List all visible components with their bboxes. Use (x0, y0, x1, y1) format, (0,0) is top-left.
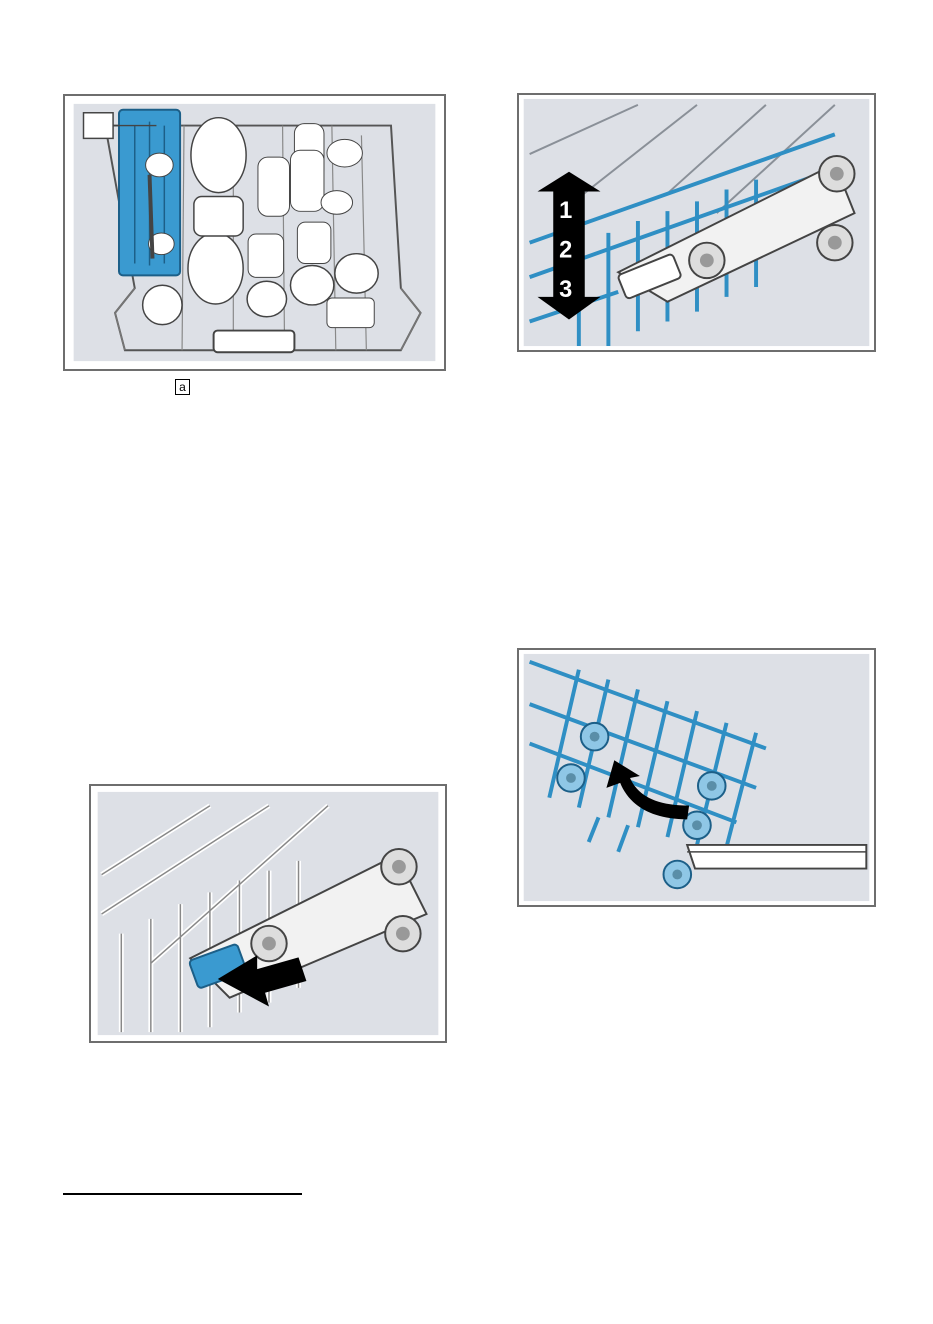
figure-basket-height-levels: 1 2 3 (517, 93, 876, 352)
level-label-1: 1 (559, 198, 572, 224)
figure-rail-remove (517, 648, 876, 907)
callout-box (84, 113, 114, 139)
callout-label-a: a (175, 379, 190, 395)
footnote-divider (63, 1193, 302, 1195)
level-label-3: 3 (559, 277, 572, 303)
basket-illustration (65, 96, 444, 369)
level-label-2: 2 (559, 237, 572, 263)
lever-press-illustration (91, 786, 445, 1041)
height-levels-illustration: 1 2 3 (519, 95, 874, 350)
figure-upper-basket-loaded (63, 94, 446, 371)
rail-remove-illustration (519, 650, 874, 905)
figure-lever-press (89, 784, 447, 1043)
